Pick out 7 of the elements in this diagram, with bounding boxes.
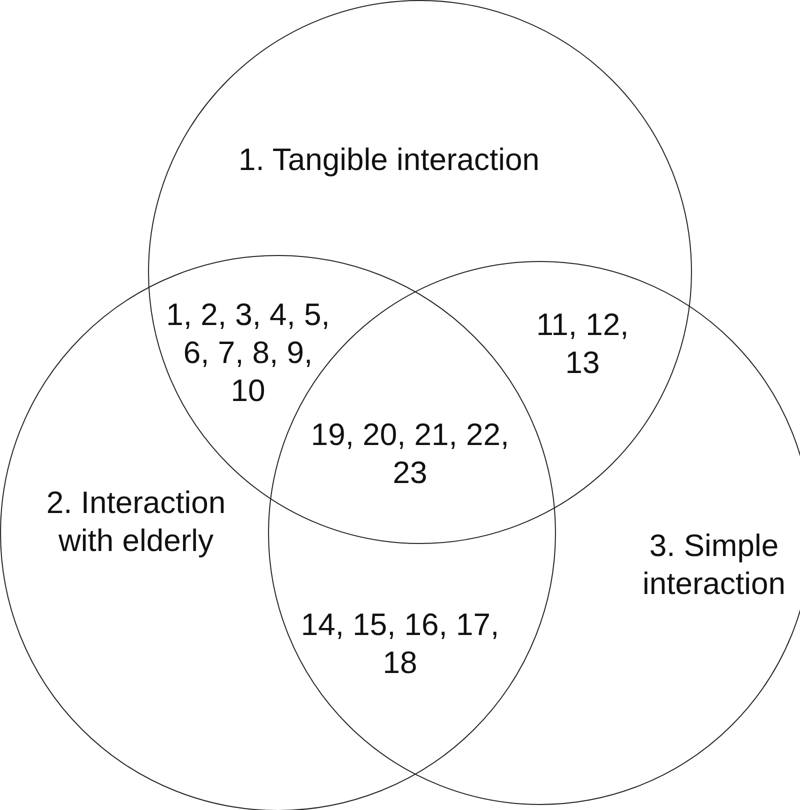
region-label: 11, 12, 13 [535, 306, 630, 382]
set-label: 1. Tangible interaction [237, 141, 541, 179]
region-label: 14, 15, 16, 17, 18 [300, 606, 500, 682]
set-label: 2. Interaction with elderly [45, 484, 227, 560]
region-label: 1, 2, 3, 4, 5, 6, 7, 8, 9, 10 [165, 296, 331, 410]
region-label: 19, 20, 21, 22, 23 [310, 416, 510, 492]
set-label: 3. Simple interaction [641, 527, 787, 603]
